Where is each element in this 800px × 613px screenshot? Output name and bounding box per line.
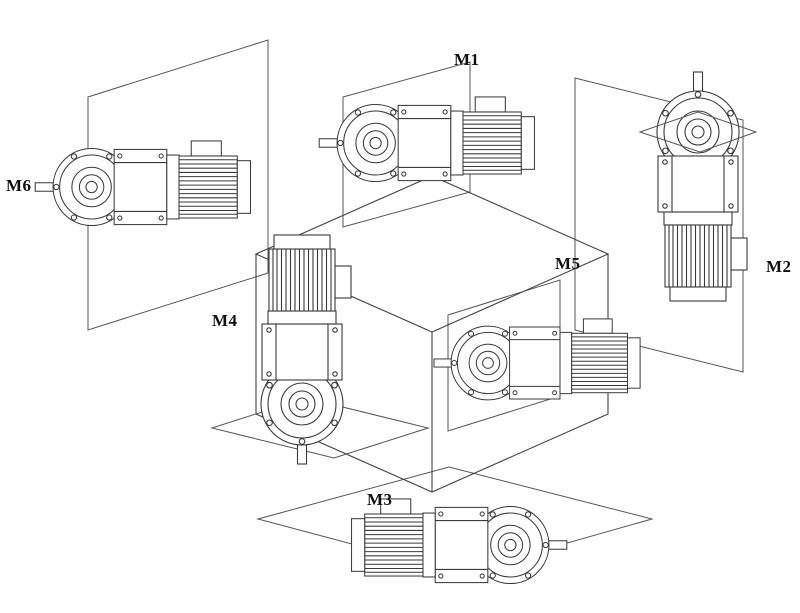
- label-m3: M3: [367, 490, 393, 509]
- mounting-plane-m2-flange: [638, 111, 758, 153]
- gearmotor-m6: [34, 140, 251, 227]
- gearmotors: [34, 71, 758, 585]
- label-m5: M5: [555, 254, 581, 273]
- label-m1: M1: [454, 50, 480, 69]
- label-m4: M4: [212, 311, 238, 330]
- label-m6: M6: [6, 176, 32, 195]
- label-m2: M2: [766, 257, 792, 276]
- gearmotor-m2: [656, 71, 748, 302]
